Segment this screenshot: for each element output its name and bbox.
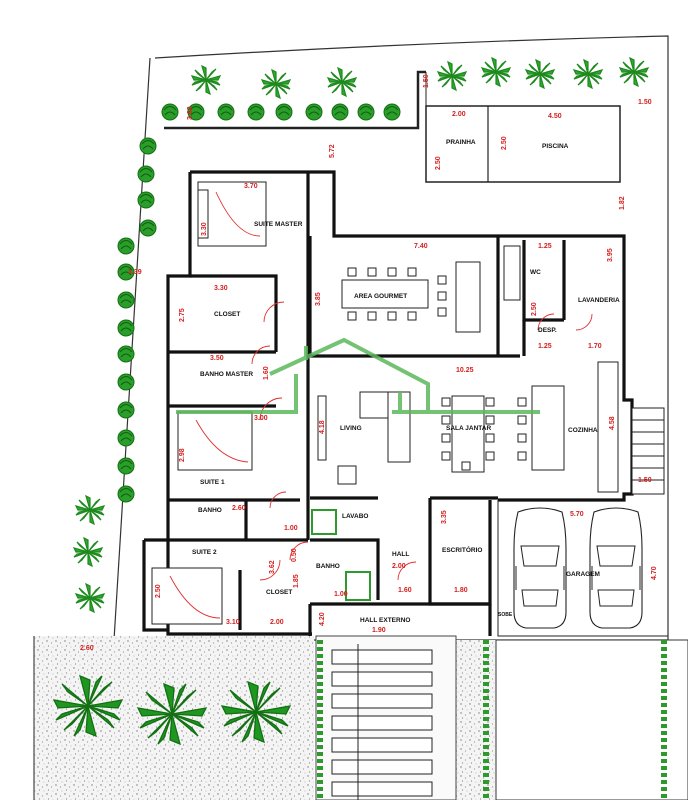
dim-label: 1.00 — [334, 591, 348, 598]
room-sala-jantar: SALA JANTAR — [446, 425, 491, 432]
dim-label: 2.50 — [531, 302, 538, 316]
dim-label: 2.98 — [179, 448, 186, 462]
dim-label: 2.50 — [155, 584, 162, 598]
room-cozinha: COZINHA — [568, 427, 598, 434]
dim-label: 5.70 — [570, 511, 584, 518]
dim-label: 3.85 — [315, 292, 322, 306]
room-closet-master: CLOSET — [214, 311, 240, 318]
dim-label: 1.82 — [619, 196, 626, 210]
room-banho-master: BANHO MASTER — [200, 371, 253, 378]
room-prainha: PRAINHA — [446, 139, 476, 146]
room-suite-master: SUITE MASTER — [254, 221, 303, 228]
dim-label: 4.70 — [651, 566, 658, 580]
dim-label: 1.25 — [538, 343, 552, 350]
dim-label: 2.60 — [80, 645, 94, 652]
dim-label: 4.50 — [548, 113, 562, 120]
watermark-house-icon — [176, 337, 540, 414]
dim-label: 2.50 — [435, 156, 442, 170]
dim-label: 1.60 — [398, 587, 412, 594]
room-area-gourmet: AREA GOURMET — [354, 293, 407, 300]
dim-label: 1.85 — [293, 574, 300, 588]
front-garden — [34, 636, 314, 800]
lot-boundary — [113, 35, 669, 641]
right-stairs — [631, 407, 665, 495]
dim-label: 3.30 — [214, 285, 228, 292]
door-swings — [251, 301, 593, 581]
house-walls — [142, 170, 634, 636]
dim-label: 3.39 — [128, 269, 142, 276]
dim-label: 4.58 — [609, 416, 616, 430]
room-subir: SOBE — [498, 612, 513, 618]
dim-label: 2.00 — [392, 563, 406, 570]
dim-label: 0.50 — [291, 548, 298, 562]
room-suite1: SUITE 1 — [200, 479, 225, 486]
dim-label: 3.62 — [187, 106, 194, 120]
bed-icon — [151, 181, 267, 625]
table-icon — [317, 245, 619, 493]
room-garagem: GARAGEM — [566, 571, 600, 578]
dim-label: 1.50 — [423, 74, 430, 88]
room-suite2: SUITE 2 — [192, 549, 217, 556]
room-lavabo: LAVABO — [342, 513, 368, 520]
dim-label: 5.72 — [329, 144, 336, 158]
dim-label: 3.50 — [210, 355, 224, 362]
dim-label: 1.50 — [638, 99, 652, 106]
dim-label: 1.80 — [454, 587, 468, 594]
room-desp: DESP. — [538, 327, 557, 334]
dim-label: 1.70 — [588, 343, 602, 350]
dim-label: 2.75 — [179, 308, 186, 322]
dim-label: 2.00 — [270, 619, 284, 626]
room-banho1: BANHO — [198, 507, 222, 514]
car-icon — [513, 507, 643, 629]
room-closet2: CLOSET — [266, 589, 292, 596]
front-walkway — [315, 635, 457, 800]
dim-label: 10.25 — [456, 367, 474, 374]
room-wc: WC — [530, 269, 541, 276]
room-banho2: BANHO — [316, 563, 340, 570]
dim-label: 1.50 — [638, 477, 652, 484]
room-lavanderia: LAVANDERIA — [578, 297, 620, 304]
room-piscina: PISCINA — [542, 143, 569, 150]
dim-label: 4.20 — [319, 612, 326, 626]
dim-label: 2.60 — [232, 505, 246, 512]
dim-label: 7.40 — [414, 243, 428, 250]
dim-label: 1.00 — [284, 525, 298, 532]
dim-label: 1.25 — [538, 243, 552, 250]
room-escritorio: ESCRITÓRIO — [442, 545, 482, 554]
dim-label: 3.30 — [201, 222, 208, 236]
room-hall: HALL — [392, 551, 409, 558]
dim-label: 3.00 — [254, 415, 268, 422]
room-hall-externo: HALL EXTERNO — [360, 617, 410, 624]
side-garden — [452, 640, 496, 800]
dim-label: 1.60 — [263, 366, 270, 380]
dim-label: 1.90 — [372, 627, 386, 634]
dim-label: 3.70 — [244, 183, 258, 190]
dim-label: 3.10 — [226, 619, 240, 626]
dim-label: 3.35 — [441, 510, 448, 524]
dim-label: 3.95 — [607, 248, 614, 262]
room-living: LIVING — [340, 425, 362, 432]
hedge-walkway — [317, 640, 667, 800]
dim-label: 3.62 — [269, 560, 276, 574]
dim-label: 2.00 — [452, 111, 466, 118]
dim-label: 4.18 — [319, 420, 326, 434]
dim-label: 2.50 — [501, 136, 508, 150]
pool-area — [425, 72, 621, 183]
